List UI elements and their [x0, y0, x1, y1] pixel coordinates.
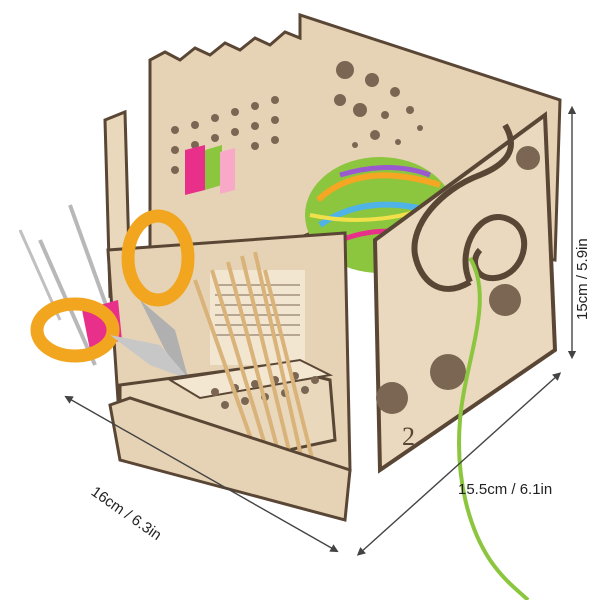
- depth-dimension-label: 15.5cm / 6.1in: [458, 481, 553, 498]
- back-panel-holes: [171, 61, 423, 174]
- height-dimension-label: 15cm / 5.9in: [574, 238, 591, 320]
- panel-number: 2: [402, 422, 415, 451]
- stitch-marker-clips: [185, 145, 235, 195]
- scissors: [30, 209, 195, 385]
- dimension-lines: [64, 105, 577, 556]
